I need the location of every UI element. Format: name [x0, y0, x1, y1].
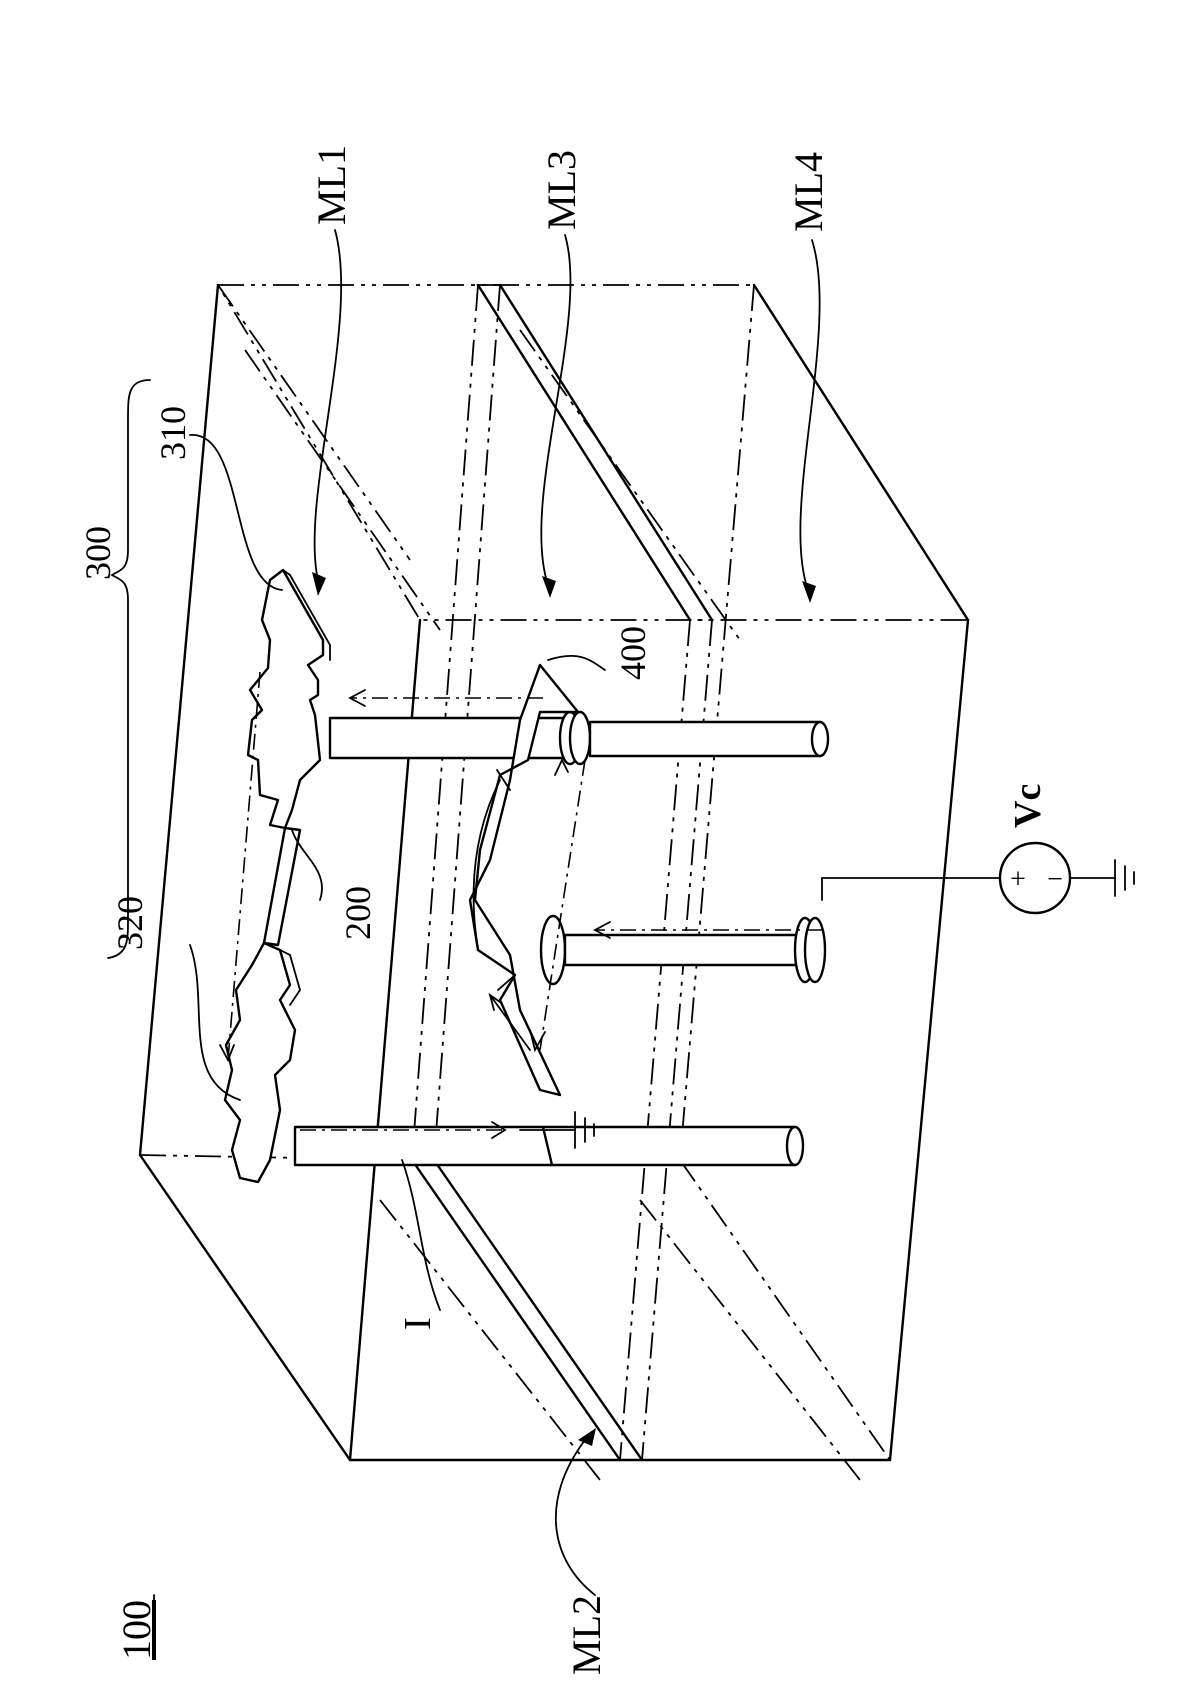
leaders [107, 229, 821, 1596]
layer-hidden-6 [349, 619, 421, 1461]
label-320: 320 [110, 896, 150, 950]
inner-loop-400 [468, 663, 580, 1097]
pad-320-thickness [279, 949, 301, 1006]
layer-hidden-7 [244, 349, 441, 631]
top-structure-300 [223, 568, 331, 1184]
label-ml1: ML1 [309, 145, 354, 225]
layer-front-diagonal [138, 1153, 352, 1462]
figure-ref-label: 100 [114, 1600, 159, 1660]
layer-hidden-9 [379, 1199, 601, 1481]
leader-ml1 [313, 229, 343, 581]
layer-hidden-8 [519, 329, 741, 641]
layer-ml2-front-a [619, 619, 691, 1461]
label-ml3: ML3 [539, 150, 584, 230]
feed-via-body [563, 933, 807, 967]
current-loop-left [489, 994, 531, 1051]
layer-ml2-back-b [433, 284, 501, 1161]
layer-ml2-side-b [432, 1158, 644, 1462]
current-down-320-arrow [491, 1121, 507, 1139]
strip-200 [262, 826, 302, 947]
layer-back-left-edge [138, 283, 220, 1157]
layer-top-right-edge [752, 283, 970, 622]
leader-ml1-arrow [312, 572, 326, 596]
loop-400-tabs [496, 769, 516, 991]
via-320-joint [541, 1125, 554, 1167]
leader-200 [291, 829, 323, 901]
voltage-source: + − [821, 841, 1135, 915]
loop-400 [468, 663, 580, 1097]
layer-ml2-back-a [411, 284, 479, 1161]
pad-310 [246, 568, 325, 830]
leader-ml4-arrow [802, 581, 816, 603]
leader-current [401, 1159, 441, 1311]
pad-310-thickness [282, 569, 331, 661]
labels: ML1 ML3 ML4 ML2 300 310 320 200 400 I Vc… [78, 145, 1049, 1675]
leader-320 [189, 944, 241, 1101]
source-minus: − [1047, 864, 1063, 895]
label-400: 400 [613, 626, 653, 680]
loop-400-inner-arc [472, 779, 501, 951]
leader-ml2 [554, 1439, 596, 1596]
current-up-feed-arrow [593, 921, 611, 939]
layer-hidden-1 [217, 284, 411, 561]
leader-ml3-arrow [542, 576, 556, 598]
layer-ml2-edge-a [476, 283, 692, 622]
via-310-ring-bottom [568, 710, 592, 766]
current-loop-arrow-2 [529, 1029, 546, 1053]
layer-front-right-edge [888, 618, 970, 1462]
label-current: I [397, 1317, 439, 1330]
current-across-top [227, 671, 261, 1061]
leader-310 [189, 434, 283, 591]
layer-hidden-5 [679, 284, 755, 1161]
ground-left [519, 1111, 595, 1149]
current-loop-arrow-3 [488, 992, 501, 1011]
layer-ml2-side-a [410, 1158, 622, 1462]
leader-ml3 [540, 234, 572, 586]
label-300: 300 [78, 526, 118, 580]
bracket-300 [107, 379, 151, 959]
layer-hidden-4 [679, 1159, 891, 1461]
leader-400 [547, 655, 606, 671]
feed-via-bottom-disk-b [803, 916, 827, 984]
layer-ml2-edge-b [498, 283, 714, 622]
leader-ml4 [799, 239, 821, 591]
label-200: 200 [338, 886, 378, 940]
layer-ml2-top [476, 284, 714, 621]
substrate-layers [138, 283, 970, 1481]
label-ml2: ML2 [564, 1595, 609, 1675]
leader-ml2-arrow [578, 1428, 596, 1446]
current-loop-arrow-1 [554, 757, 569, 776]
current-across-top-arrow [219, 1044, 235, 1063]
label-vc: Vc [1007, 784, 1049, 828]
layer-hidden-10 [639, 1199, 861, 1481]
current-loop-right [539, 759, 586, 1051]
via-310-lower [588, 720, 822, 758]
via-320-end [785, 1125, 805, 1167]
label-310: 310 [153, 406, 193, 460]
current-paths [219, 671, 822, 1139]
label-ml4: ML4 [786, 152, 831, 232]
pad-320 [223, 941, 297, 1184]
current-up-310-arrow [348, 689, 366, 707]
source-plus: + [1010, 864, 1026, 895]
layer-ml2-front-b [641, 619, 713, 1461]
feed-via-top-disk [539, 914, 567, 986]
via-310-end [810, 720, 830, 758]
layer-top-face [216, 284, 970, 621]
